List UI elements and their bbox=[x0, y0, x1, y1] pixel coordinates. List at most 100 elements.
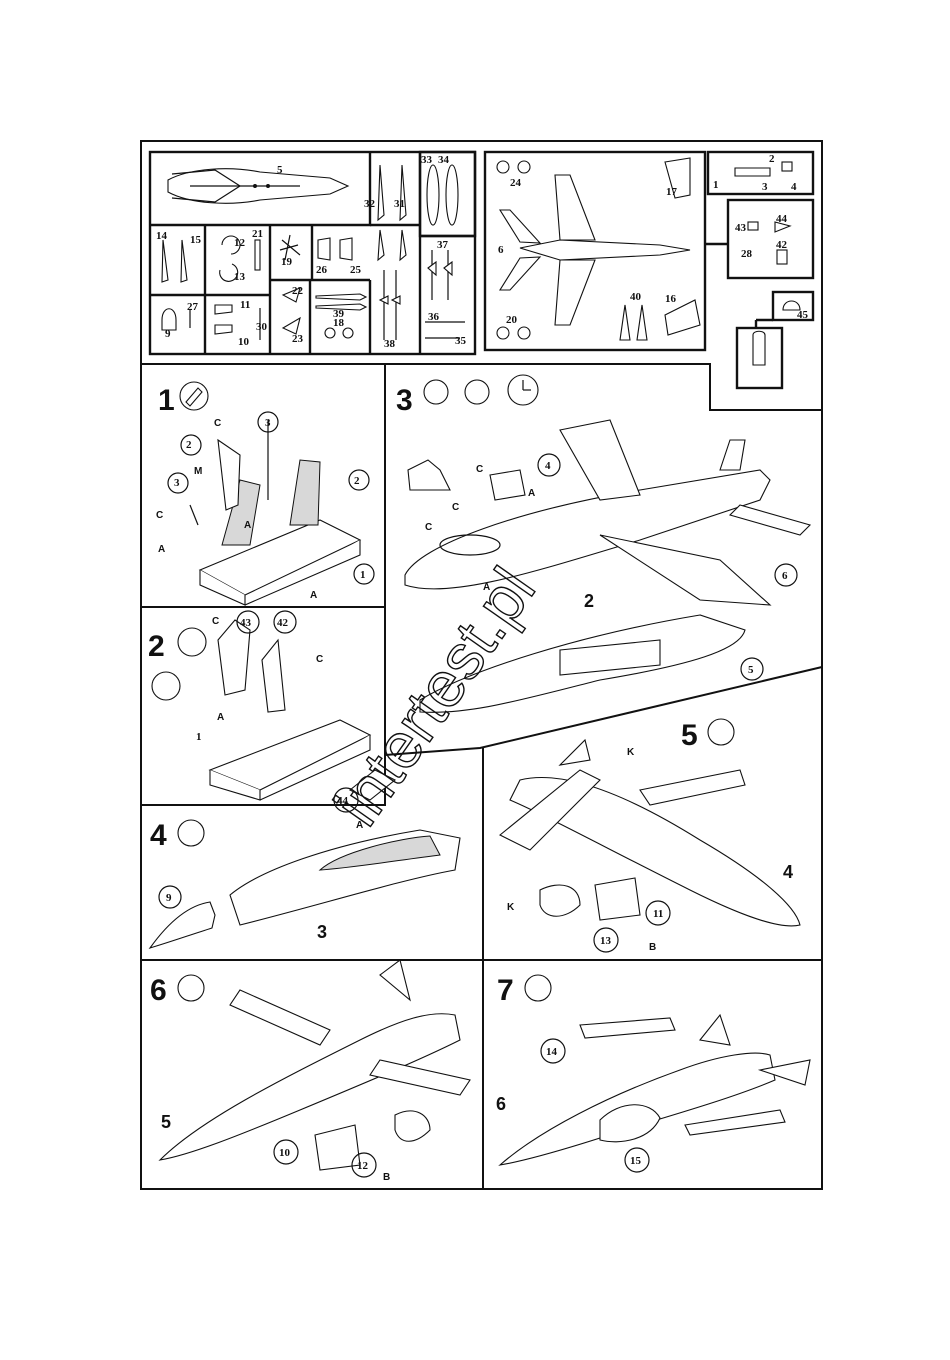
callout-label: 14 bbox=[546, 1046, 558, 1058]
callout-label: 2 bbox=[584, 591, 594, 611]
step-1: 1 3 2 2 3 1 C M A C A A bbox=[156, 382, 374, 605]
step-number: 1 bbox=[158, 384, 175, 417]
sprue-number: 16 bbox=[665, 293, 677, 305]
sprue-number: 42 bbox=[776, 239, 788, 251]
sprue-number: 30 bbox=[256, 321, 268, 333]
sprue-number: 35 bbox=[455, 335, 467, 347]
sprue-number: 1 bbox=[713, 179, 719, 191]
flag-label: K bbox=[507, 902, 515, 913]
flag-label: M bbox=[194, 466, 202, 477]
sprue-number: 5 bbox=[277, 164, 283, 176]
callout-label: 13 bbox=[600, 935, 612, 947]
aircraft-lower-part-drawing bbox=[500, 175, 690, 325]
glue-tube-icon bbox=[178, 975, 204, 1001]
sprue-number: 40 bbox=[630, 291, 642, 303]
sprue-number: 37 bbox=[437, 239, 449, 251]
sprue-number: 11 bbox=[240, 299, 250, 311]
step-7: 7 14 6 15 bbox=[496, 974, 810, 1172]
callout-label: 5 bbox=[161, 1112, 171, 1132]
flag-label: B bbox=[649, 942, 656, 953]
sprue-number: 10 bbox=[238, 336, 250, 348]
sprue-number: 21 bbox=[252, 228, 263, 240]
callout-label: 2 bbox=[186, 439, 192, 451]
flag-label: C bbox=[452, 502, 459, 513]
step-4: 4 44 9 3 A bbox=[150, 770, 460, 948]
callout-label: 6 bbox=[496, 1094, 506, 1114]
seat-detail-icon bbox=[152, 672, 180, 700]
step-6: 6 5 10 12 B bbox=[150, 960, 470, 1183]
step-2: 2 43 42 1 C C A bbox=[148, 611, 370, 800]
sprue-number: 18 bbox=[333, 317, 345, 329]
callout-label: 4 bbox=[783, 862, 793, 882]
flag-label: C bbox=[156, 510, 163, 521]
sprue-tree: 5 32 31 33 34 14 15 12 13 21 19 bbox=[150, 152, 813, 388]
flag-label: C bbox=[214, 418, 221, 429]
sprue-number: 33 bbox=[421, 154, 433, 166]
flag-label: K bbox=[627, 747, 635, 758]
sprue-number: 3 bbox=[762, 181, 768, 193]
flag-label: C bbox=[425, 522, 432, 533]
glue-tube-icon bbox=[178, 820, 204, 846]
callout-label: 3 bbox=[265, 417, 271, 429]
sprue-number: 25 bbox=[350, 264, 362, 276]
callout-label: 9 bbox=[166, 892, 172, 904]
step-number: 3 bbox=[396, 384, 413, 417]
glue-tube-icon bbox=[708, 719, 734, 745]
sprue-number: 43 bbox=[735, 222, 747, 234]
callout-label: 4 bbox=[545, 460, 551, 472]
callout-label: 3 bbox=[317, 922, 327, 942]
sprue-number: 27 bbox=[187, 301, 199, 313]
sprue-number: 9 bbox=[165, 328, 171, 340]
glue-tube-icon bbox=[178, 628, 206, 656]
callout-label: 1 bbox=[360, 569, 366, 581]
sprue-number: 19 bbox=[281, 256, 293, 268]
sprue-number: 34 bbox=[438, 154, 450, 166]
callout-label: 43 bbox=[240, 617, 252, 629]
sprue-number: 24 bbox=[510, 177, 522, 189]
sprue-number: 14 bbox=[156, 230, 168, 242]
sprue-number: 13 bbox=[234, 271, 246, 283]
sprue-number: 12 bbox=[234, 237, 246, 249]
glue-tube-icon bbox=[180, 382, 208, 410]
flag-label: C bbox=[476, 464, 483, 475]
step-number: 5 bbox=[681, 719, 698, 752]
flag-label: C bbox=[212, 616, 219, 627]
flag-label: B bbox=[383, 1172, 390, 1183]
callout-label: 2 bbox=[354, 475, 360, 487]
sprue-number: 36 bbox=[428, 311, 440, 323]
callout-label: 5 bbox=[748, 664, 754, 676]
sprue-number: 6 bbox=[498, 244, 504, 256]
step-number: 6 bbox=[150, 974, 167, 1007]
callout-label: 1 bbox=[196, 731, 202, 743]
flag-label: A bbox=[217, 712, 224, 723]
sprue-number: 17 bbox=[666, 186, 678, 198]
sprue-number: 15 bbox=[190, 234, 202, 246]
callout-label: 15 bbox=[630, 1155, 642, 1167]
flag-label: A bbox=[528, 488, 535, 499]
decal-tape-icon bbox=[465, 380, 489, 404]
callout-label: 10 bbox=[279, 1147, 291, 1159]
fuselage-upper-drawing bbox=[405, 420, 810, 605]
glue-tube-icon bbox=[424, 380, 448, 404]
flag-label: C bbox=[316, 654, 323, 665]
sprue-number: 26 bbox=[316, 264, 328, 276]
callout-label: 11 bbox=[653, 908, 663, 920]
sprue-number: 20 bbox=[506, 314, 518, 326]
step-5: 5 4 11 13 K K B bbox=[500, 719, 800, 953]
sprue-number: 22 bbox=[292, 285, 304, 297]
callout-label: 12 bbox=[357, 1160, 369, 1172]
step-number: 2 bbox=[148, 630, 165, 663]
sprue-number: 31 bbox=[394, 198, 405, 210]
sprue-number: 28 bbox=[741, 248, 753, 260]
glue-tube-icon bbox=[525, 975, 551, 1001]
sprue-number: 23 bbox=[292, 333, 304, 345]
sprue-number: 44 bbox=[776, 213, 788, 225]
sprue-number: 45 bbox=[797, 309, 809, 321]
callout-label: 42 bbox=[277, 617, 289, 629]
step-number: 4 bbox=[150, 819, 167, 852]
step-number: 7 bbox=[497, 974, 514, 1007]
flag-label: A bbox=[310, 590, 317, 601]
fuselage-part-drawing bbox=[168, 169, 348, 204]
callout-label: 6 bbox=[782, 570, 788, 582]
